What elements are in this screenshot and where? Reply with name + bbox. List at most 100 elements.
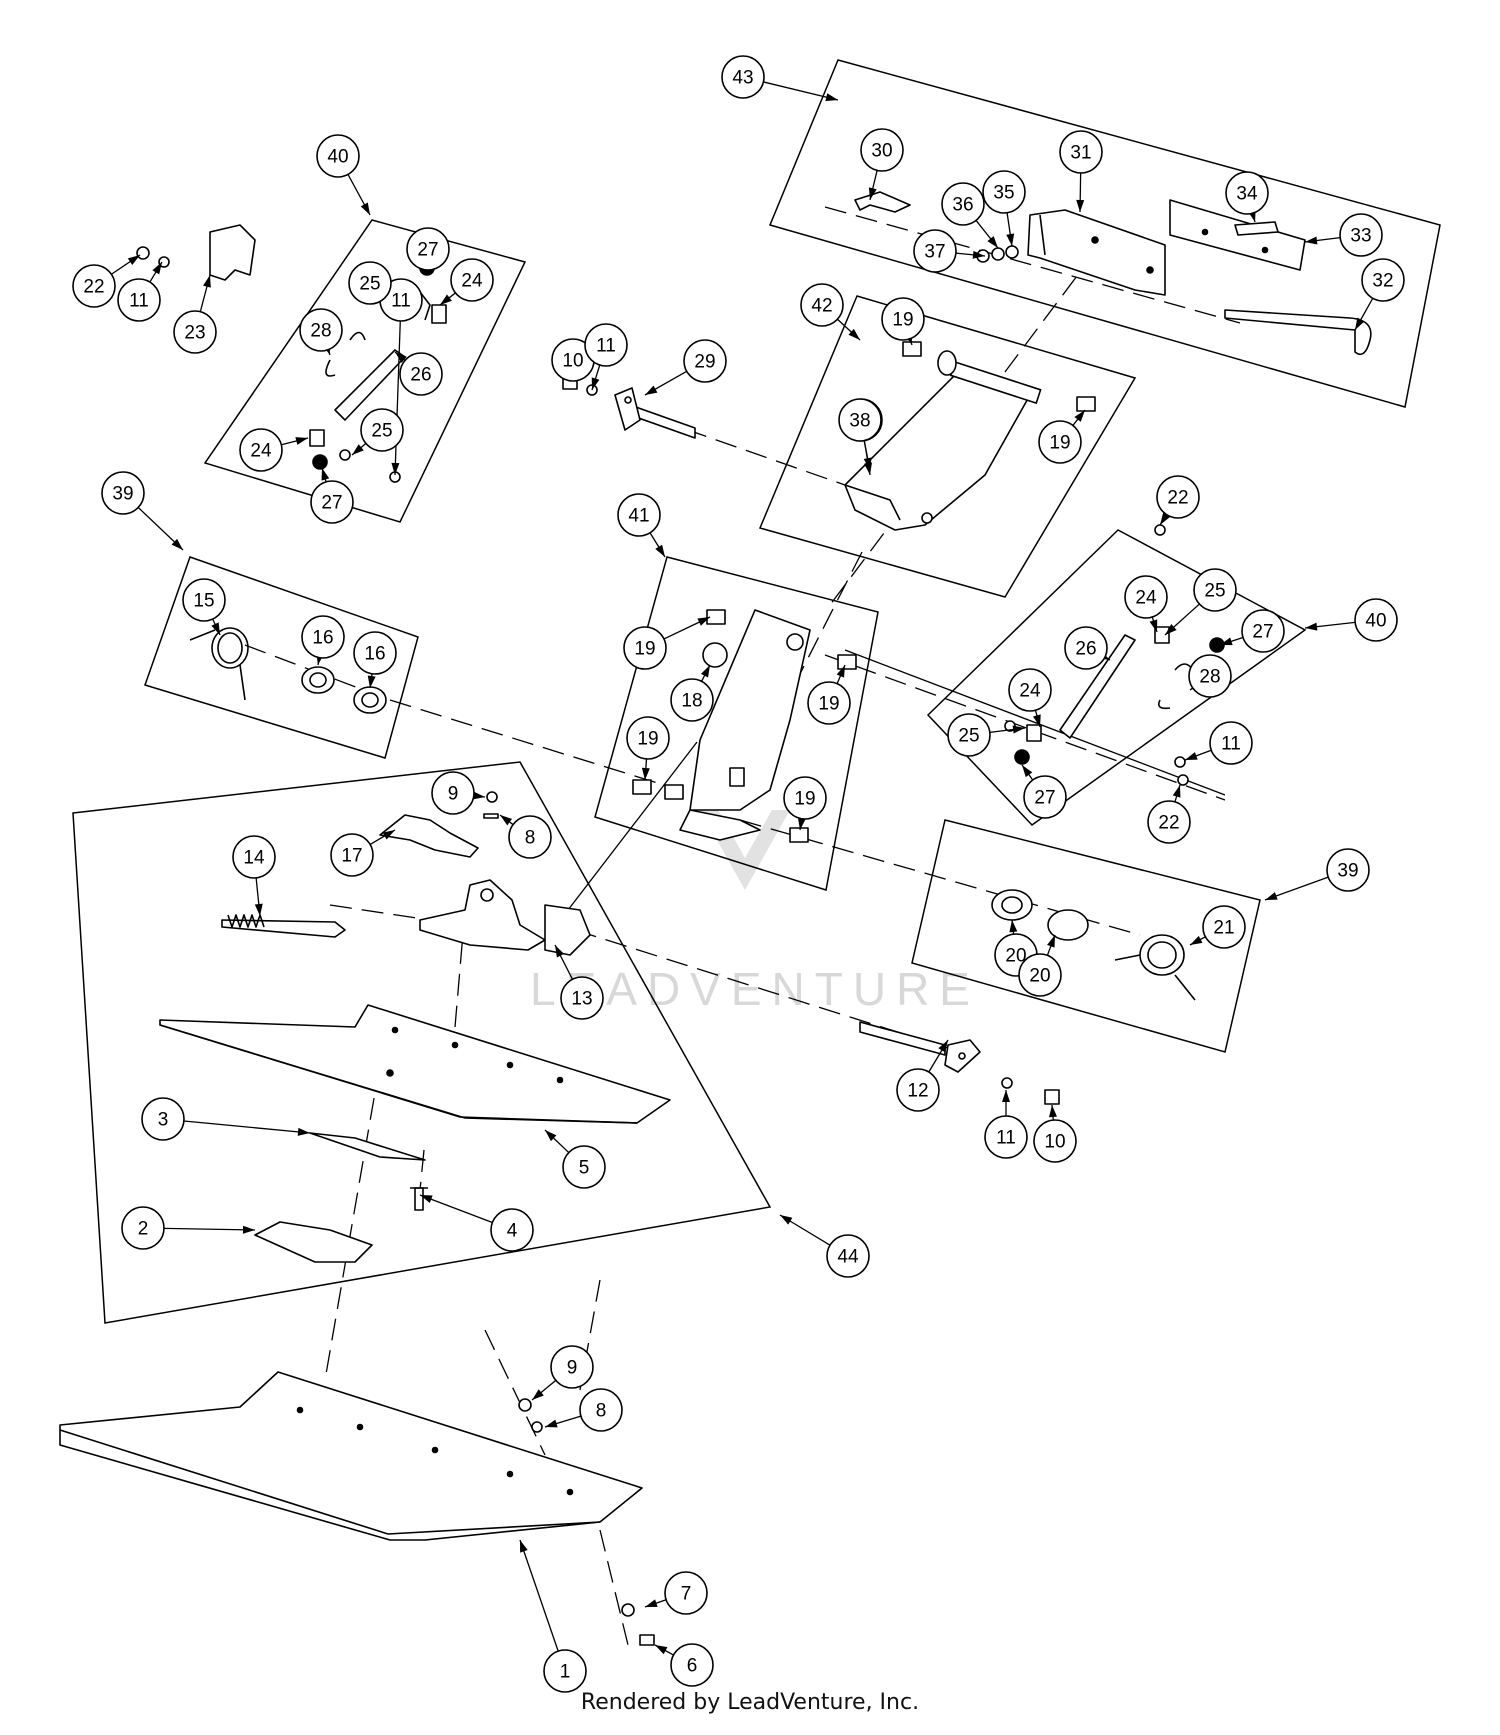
callout-leaders <box>111 81 1374 1656</box>
leader-arrow <box>500 815 513 826</box>
callout-28: 28 <box>1188 654 1232 698</box>
part-4 <box>410 1187 428 1211</box>
leader-arrow <box>1172 785 1181 798</box>
leader-arrow <box>1009 920 1018 933</box>
callout-circle <box>141 1097 185 1141</box>
callout-2: 2 <box>121 1206 165 1250</box>
callout-11: 11 <box>117 278 161 322</box>
callout-circle <box>299 308 343 352</box>
callout-24: 24 <box>239 428 283 472</box>
callout-number: 27 <box>321 493 342 514</box>
leader-arrow <box>152 262 162 275</box>
callout-16: 16 <box>301 615 345 659</box>
callout-number: 22 <box>83 277 104 298</box>
leader-arrow <box>797 817 806 830</box>
leader-arrow <box>836 665 845 678</box>
frame-43 <box>768 59 1441 408</box>
callout-25: 25 <box>947 713 991 757</box>
callout-circle <box>626 716 670 760</box>
leader-arrow <box>1047 935 1055 948</box>
callout-circle <box>330 833 374 877</box>
callout-number: 22 <box>1158 813 1179 834</box>
leader-arrow <box>472 791 485 800</box>
callout-number: 19 <box>892 310 913 331</box>
frame-41 <box>594 556 879 891</box>
leader-arrow <box>1265 892 1278 900</box>
leader-arrow <box>1049 1105 1057 1118</box>
callout-circle <box>431 771 475 815</box>
callout-number: 4 <box>507 1221 518 1242</box>
leader-line <box>419 1194 493 1224</box>
callout-number: 28 <box>310 321 331 342</box>
callout-number: 31 <box>1070 143 1091 164</box>
callout-number: 15 <box>193 591 214 612</box>
callout-number: 8 <box>596 1401 607 1422</box>
callout-circle <box>982 170 1026 214</box>
callout-number: 39 <box>112 484 133 505</box>
leader-arrow <box>868 187 877 200</box>
frame-39-left <box>144 556 419 759</box>
callout-27: 27 <box>1241 609 1285 653</box>
callout-circle <box>72 264 116 308</box>
callout-3: 3 <box>141 1097 185 1141</box>
callout-number: 2 <box>138 1219 149 1240</box>
leader-line <box>519 1539 559 1652</box>
leader-arrow <box>1305 236 1318 245</box>
leader-arrow <box>1165 623 1177 635</box>
leader-line <box>394 320 401 476</box>
callout-circle <box>173 310 217 354</box>
callout-circle <box>623 626 667 670</box>
callout-circle <box>301 615 345 659</box>
callout-12: 12 <box>896 1068 940 1112</box>
part-23 <box>209 224 256 281</box>
frame-39-right <box>911 819 1261 1053</box>
callout-circle <box>1023 775 1067 819</box>
callout-41: 41 <box>617 493 661 537</box>
leader-arrow <box>203 275 211 288</box>
callout-number: 44 <box>837 1247 859 1268</box>
callout-number: 26 <box>410 365 431 386</box>
callout-22: 22 <box>72 264 116 308</box>
part-30 <box>854 191 911 213</box>
parts <box>59 191 1372 1646</box>
callout-36: 36 <box>941 182 985 226</box>
callout-circle <box>584 323 628 367</box>
callout-number: 28 <box>1199 667 1220 688</box>
leader-arrow <box>1355 317 1365 330</box>
callout-circle <box>353 631 397 675</box>
callout-number: 41 <box>628 506 649 527</box>
leader-arrow <box>171 538 183 550</box>
callout-circle <box>860 128 904 172</box>
leader-arrow <box>655 1645 668 1655</box>
callout-7: 7 <box>664 1571 708 1615</box>
leader-arrow <box>420 1195 433 1204</box>
callout-number: 12 <box>907 1081 928 1102</box>
callout-40: 40 <box>1354 598 1398 642</box>
callout-26: 26 <box>399 352 443 396</box>
leader-line <box>183 1120 311 1134</box>
callout-16: 16 <box>353 631 397 675</box>
callout-circle <box>360 408 404 452</box>
part-1-base-plate <box>59 1371 643 1541</box>
callout-number: 11 <box>129 291 149 312</box>
leader-arrow <box>938 1040 948 1053</box>
callout-number: 20 <box>1005 946 1026 967</box>
callout-5: 5 <box>562 1145 606 1189</box>
callout-circle <box>348 261 392 305</box>
callout-33: 33 <box>1339 213 1383 257</box>
callout-24: 24 <box>450 258 494 302</box>
part-34 <box>1234 221 1279 236</box>
callout-circle <box>550 1345 594 1389</box>
callout-number: 14 <box>243 848 265 869</box>
callout-number: 27 <box>1034 788 1055 809</box>
leader-arrow <box>545 1130 557 1142</box>
callout-38: 38 <box>838 398 882 442</box>
callout-circle <box>896 1068 940 1112</box>
callout-circle <box>1361 258 1405 302</box>
callout-19: 19 <box>881 297 925 341</box>
callout-number: 25 <box>371 421 392 442</box>
callout-24: 24 <box>1008 668 1052 712</box>
leader-arrow <box>211 622 220 635</box>
callout-circle <box>664 1571 708 1615</box>
